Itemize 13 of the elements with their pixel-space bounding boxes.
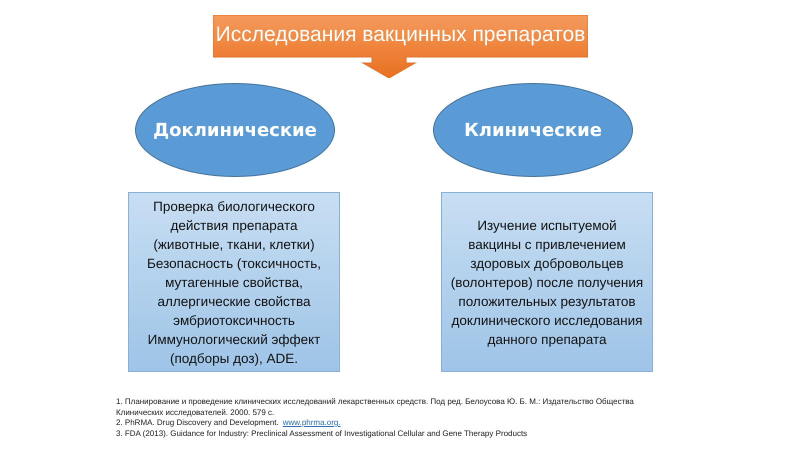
reference-text: 1. Планирование и проведение клинических исследований лекарственных средств. Под ред. Белоусова Ю. Б. М.: Издательство Общества Клинических исследователей. 2000. 579 с. [116, 397, 634, 416]
category-title: Доклинические [153, 120, 317, 140]
description-text: Иммунологический эффект (подборы доз), ADE. [146, 330, 322, 368]
web-link: www.phrma.org. [282, 418, 341, 427]
description-text: Проверка биологического действия препарата (животные, ткани, клетки) [152, 198, 316, 254]
reference-text: 3. FDA (2013). Guidance for Industry: Preclinical Assessment of Investigational Cellular and Gene Therapy Products [116, 428, 528, 438]
category-title: Клинические [464, 120, 602, 140]
reference-text: 2. PhRMA. Drug Discovery and Development. [116, 418, 279, 427]
description-text: Изучение испытуемой вакцины с привлечением здоровых добровольцев (волонтеров) после получения положительных результатов доклинического исследования данного препарата [450, 216, 644, 348]
description-box [128, 192, 340, 372]
description-box [441, 192, 653, 372]
description-text: Безопасность (токсичность, мутагенные свойства, аллергические свойства эмбриотоксичность [146, 254, 322, 330]
banner-title: Исследования вакцинных препаратов [214, 23, 586, 47]
